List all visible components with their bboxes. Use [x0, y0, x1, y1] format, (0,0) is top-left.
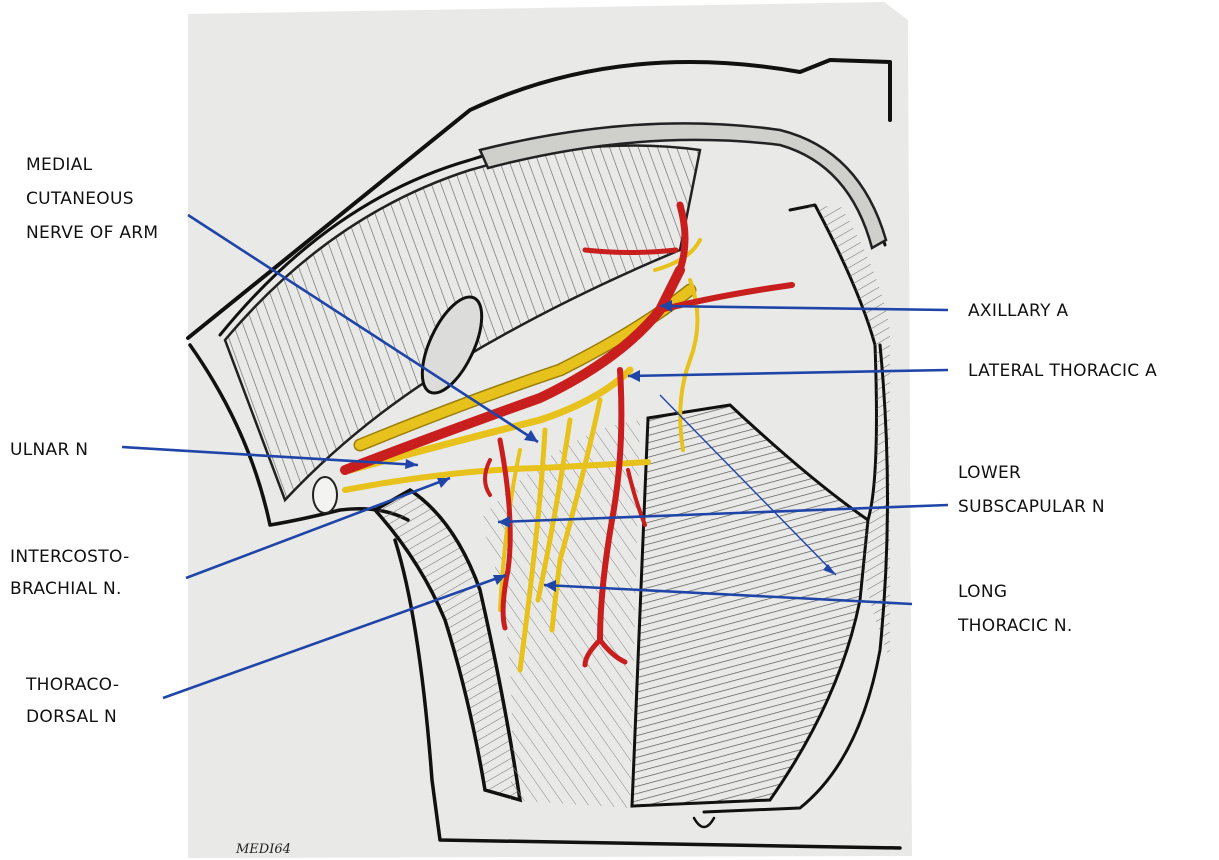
label-intercostobrachial: INTERCOSTO- BRACHIAL N. [10, 547, 135, 599]
label-axillary-line-1: AXILLARY A [968, 301, 1068, 321]
label-lower-subscapular-line-2: SUBSCAPULAR N [958, 497, 1105, 517]
label-ulnar-line-1: ULNAR N [10, 440, 88, 460]
label-intercostobrachial-line-2: BRACHIAL N. [10, 579, 122, 599]
label-medial-cutaneous: MEDIAL CUTANEOUS NERVE OF ARM [26, 155, 158, 243]
label-long-thoracic-line-2: THORACIC N. [957, 616, 1073, 636]
label-lateral-thoracic: LATERAL THORACIC A [968, 361, 1157, 381]
arm-vessel-stump [313, 477, 337, 513]
label-thoracodorsal-line-2: DORSAL N [26, 707, 117, 727]
label-thoracodorsal-line-1: THORACO- [25, 675, 119, 695]
label-medial-cutaneous-line-2: CUTANEOUS [26, 189, 134, 209]
label-lateral-thoracic-line-1: LATERAL THORACIC A [968, 361, 1157, 381]
label-lower-subscapular: LOWER SUBSCAPULAR N [958, 463, 1105, 517]
label-long-thoracic: LONG THORACIC N. [957, 582, 1073, 636]
label-intercostobrachial-line-1: INTERCOSTO- [10, 547, 130, 567]
label-medial-cutaneous-line-3: NERVE OF ARM [26, 223, 158, 243]
label-ulnar: ULNAR N [10, 440, 88, 460]
label-medial-cutaneous-line-1: MEDIAL [26, 155, 93, 175]
label-lower-subscapular-line-1: LOWER [958, 463, 1021, 483]
artist-signature: MEDI64 [235, 842, 291, 857]
label-axillary: AXILLARY A [968, 301, 1068, 321]
label-long-thoracic-line-1: LONG [958, 582, 1007, 602]
label-thoracodorsal: THORACO- DORSAL N [25, 675, 125, 727]
